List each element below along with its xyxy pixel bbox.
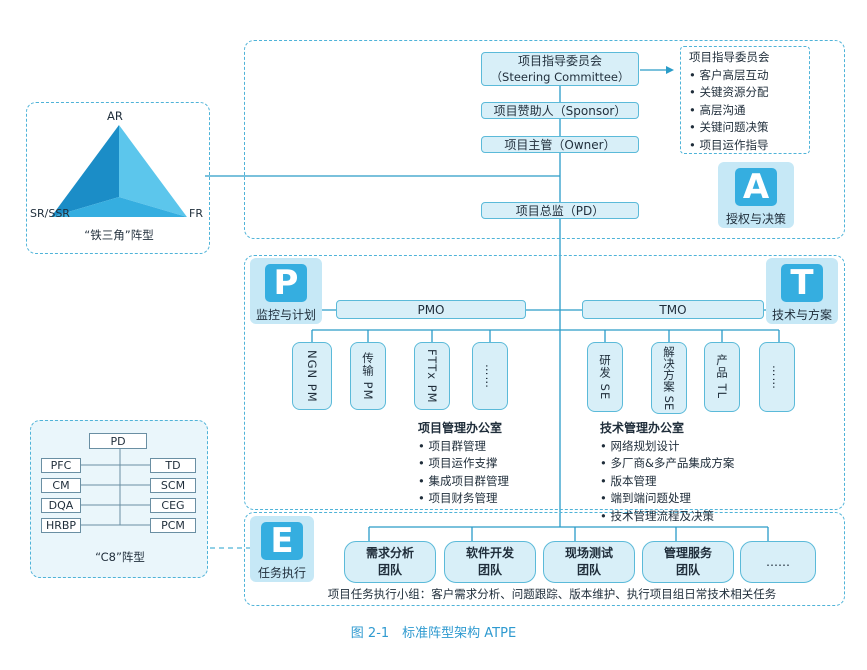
pmo-office-item: 项目财务管理 — [418, 490, 558, 508]
planning-technology-region — [244, 255, 845, 510]
team-line2: 团队 — [377, 563, 402, 577]
team-box: …… — [740, 541, 816, 583]
badge-e-letter: E — [261, 522, 303, 560]
iron-triangle-graphic — [51, 125, 187, 217]
authorization-region — [244, 40, 845, 239]
steering-committee-box: 项目指导委员会 （Steering Committee） — [481, 52, 639, 86]
sponsor-box: 项目赞助人（Sponsor） — [481, 102, 639, 119]
badge-e: E 任务执行 — [250, 516, 314, 582]
c8-right-item: PCM — [150, 518, 196, 533]
pmo-unit-label: NGN PM — [305, 349, 319, 403]
pmo-unit: NGN PM — [292, 342, 332, 410]
tmo-box: TMO — [582, 300, 764, 319]
c8-left-item: PFC — [41, 458, 81, 473]
execution-region — [244, 512, 845, 606]
team-line1: …… — [766, 554, 790, 569]
tmo-unit-label: 解决方案 SE — [662, 345, 676, 411]
c8-left-item: DQA — [41, 498, 81, 513]
tmo-unit: 解决方案 SE — [651, 342, 687, 414]
team-box: 管理服务团队 — [642, 541, 734, 583]
pmo-unit-label: …… — [483, 363, 497, 389]
figure-caption: 图 2-1 标准阵型架构 ATPE — [350, 626, 517, 641]
tmo-office-item: 端到端问题处理 — [600, 490, 800, 508]
sponsor-label: 项目赞助人（Sponsor） — [493, 103, 627, 118]
pmo-unit: …… — [472, 342, 508, 410]
pmo-office-title: 项目管理办公室 — [418, 421, 503, 435]
steering-list-title: 项目指导委员会 — [689, 50, 770, 64]
c8-connectors — [79, 448, 151, 526]
pmo-office: 项目管理办公室 项目群管理 项目运作支撑 集成项目群管理 项目财务管理 — [418, 420, 558, 508]
project-director-label: 项目总监（PD） — [515, 203, 605, 218]
badge-a-letter: A — [735, 168, 777, 206]
badge-t-label: 技术与方案 — [771, 308, 832, 322]
team-box: 软件开发团队 — [444, 541, 536, 583]
tmo-unit-label: …… — [770, 364, 784, 390]
team-line1: 管理服务 — [663, 546, 712, 560]
owner-label: 项目主管（Owner） — [504, 137, 616, 152]
team-line1: 现场测试 — [564, 546, 613, 560]
tmo-office-item: 版本管理 — [600, 473, 800, 491]
pmo-unit-label: FTTx PM — [425, 348, 439, 404]
badge-p-letter: P — [265, 264, 307, 302]
tmo-unit: …… — [759, 342, 795, 412]
tmo-office-item: 网络规划设计 — [600, 438, 800, 456]
team-line1: 需求分析 — [365, 546, 414, 560]
pmo-office-item: 项目群管理 — [418, 438, 558, 456]
pmo-label: PMO — [417, 302, 445, 317]
badge-e-label: 任务执行 — [257, 566, 306, 580]
pmo-box: PMO — [336, 300, 526, 319]
triangle-caption: “铁三角”阵型 — [84, 228, 154, 242]
triangle-top-label: AR — [107, 109, 123, 123]
tmo-unit: 产品 TL — [704, 342, 740, 412]
pmo-unit: FTTx PM — [414, 342, 450, 410]
badge-a: A 授权与决策 — [718, 162, 794, 228]
steering-list-item: 关键资源分配 — [689, 84, 801, 102]
steering-list-item: 客户高层互动 — [689, 67, 801, 85]
steering-list-item: 高层沟通 — [689, 102, 801, 120]
pmo-office-item: 集成项目群管理 — [418, 473, 558, 491]
triangle-left-label: SR/SSR — [30, 207, 70, 220]
tmo-office-title: 技术管理办公室 — [600, 421, 685, 435]
badge-t-letter: T — [781, 264, 823, 302]
team-line2: 团队 — [675, 563, 700, 577]
steering-list-item: 关键问题决策 — [689, 119, 801, 137]
badge-p-label: 监控与计划 — [255, 308, 316, 322]
team-box: 需求分析团队 — [344, 541, 436, 583]
team-line2: 团队 — [477, 563, 502, 577]
badge-t: T 技术与方案 — [766, 258, 838, 324]
badge-p: P 监控与计划 — [250, 258, 322, 324]
triangle-right-label: FR — [189, 207, 203, 220]
steering-responsibilities: 项目指导委员会 客户高层互动 关键资源分配 高层沟通 关键问题决策 项目运作指导 — [680, 46, 810, 154]
steering-line1: 项目指导委员会 — [517, 54, 602, 68]
tmo-office-item: 技术管理流程及决策 — [600, 508, 800, 526]
c8-panel: PD PFC CM DQA HRBP TD SCM CEG PCM “C8”阵型 — [30, 420, 208, 578]
iron-triangle-panel: AR SR/SSR FR “铁三角”阵型 — [26, 102, 210, 254]
c8-left-item: HRBP — [41, 518, 81, 533]
pmo-unit-label: 传输 PM — [361, 351, 375, 401]
owner-box: 项目主管（Owner） — [481, 136, 639, 153]
project-director-box: 项目总监（PD） — [481, 202, 639, 219]
c8-pd: PD — [89, 433, 147, 449]
steering-line2: （Steering Committee） — [490, 70, 630, 84]
c8-right-item: CEG — [150, 498, 196, 513]
tmo-office-item: 多厂商&多产品集成方案 — [600, 455, 800, 473]
c8-right-item: SCM — [150, 478, 196, 493]
pmo-unit: 传输 PM — [350, 342, 386, 410]
badge-a-label: 授权与决策 — [725, 212, 786, 226]
c8-right-item: TD — [150, 458, 196, 473]
tmo-unit-label: 研发 SE — [598, 353, 612, 401]
tmo-label: TMO — [659, 302, 687, 317]
c8-left-item: CM — [41, 478, 81, 493]
task-note: 项目任务执行小组：客户需求分析、问题跟踪、版本维护、执行项目组日常技术相关任务 — [327, 587, 777, 601]
tmo-unit-label: 产品 TL — [715, 354, 729, 400]
steering-list-item: 项目运作指导 — [689, 137, 801, 155]
pmo-office-item: 项目运作支撑 — [418, 455, 558, 473]
team-line1: 软件开发 — [465, 546, 514, 560]
team-line2: 团队 — [576, 563, 601, 577]
team-box: 现场测试团队 — [543, 541, 635, 583]
c8-caption: “C8”阵型 — [95, 550, 145, 564]
tmo-unit: 研发 SE — [587, 342, 623, 412]
tmo-office: 技术管理办公室 网络规划设计 多厂商&多产品集成方案 版本管理 端到端问题处理 … — [600, 420, 800, 525]
